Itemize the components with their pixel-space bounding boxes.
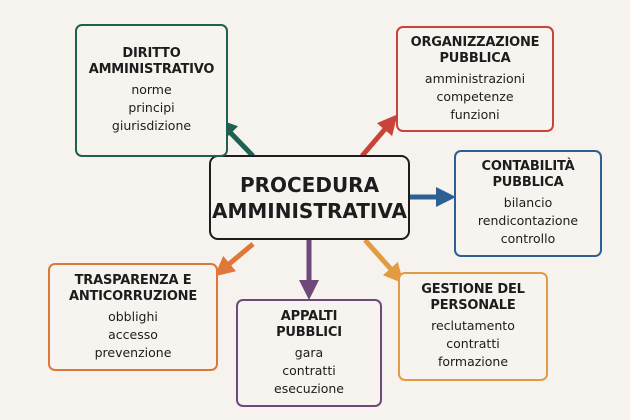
node-title: AMMINISTRATIVO (88, 62, 215, 77)
node-item: funzioni (450, 106, 500, 122)
arrow-gestione (363, 238, 404, 284)
node-contabilita: CONTABILITÀ PUBBLICA bilancio rendicontaz… (454, 150, 602, 257)
node-title: ORGANIZZAZIONE (410, 34, 540, 50)
node-item: bilancio (503, 195, 553, 210)
node-item: prevenzione (94, 344, 172, 360)
node-gestione: GESTIONE DEL PERSONALE reclutamento contr… (398, 272, 548, 381)
node-trasparenza: TRASPARENZA E ANTICORRUZIONE obblighi acc… (48, 263, 218, 371)
node-title: DIRITTO (122, 46, 181, 61)
arrow-organizzazione (360, 114, 398, 158)
node-item: competenze (436, 88, 514, 104)
node-title: PUBBLICA (492, 175, 564, 190)
node-title: APPALTI (280, 308, 338, 324)
arrow-trasparenza (214, 242, 255, 277)
node-item: controllo (500, 231, 556, 246)
node-title: PERSONALE (430, 298, 516, 313)
node-item: esecuzione (274, 380, 344, 396)
node-item: contratti (282, 362, 336, 378)
node-item: obblighi (108, 308, 158, 324)
node-item: giurisdizione (111, 118, 192, 133)
node-title: GESTIONE DEL (421, 282, 525, 297)
node-item: principi (128, 100, 175, 115)
node-title: PUBBLICI (276, 324, 342, 340)
node-item: formazione (437, 354, 509, 369)
node-title: CONTABILITÀ (481, 159, 575, 174)
center-title-line1: PROCEDURA (239, 172, 380, 197)
node-item: norme (131, 82, 172, 97)
arrow-diritto (217, 118, 255, 158)
node-item: contratti (446, 336, 500, 351)
node-item: amministrazioni (424, 70, 526, 86)
node-organizzazione: ORGANIZZAZIONE PUBBLICA amministrazioni c… (396, 26, 554, 132)
center-title-line2: AMMINISTRATIVA (212, 198, 407, 223)
center-node: PROCEDURA AMMINISTRATIVA (209, 155, 410, 240)
node-title: TRASPARENZA E (74, 272, 192, 288)
node-item: rendicontazione (477, 213, 579, 228)
node-item: accesso (108, 326, 158, 342)
node-item: reclutamento (431, 318, 515, 333)
node-item: gara (294, 344, 324, 360)
node-title: ANTICORRUZIONE (68, 288, 198, 304)
node-title: PUBBLICA (439, 50, 511, 66)
node-diritto: DIRITTO AMMINISTRATIVO norme principi giur… (75, 24, 228, 157)
node-appalti: APPALTI PUBBLICI gara contratti esecuzione (236, 299, 382, 407)
